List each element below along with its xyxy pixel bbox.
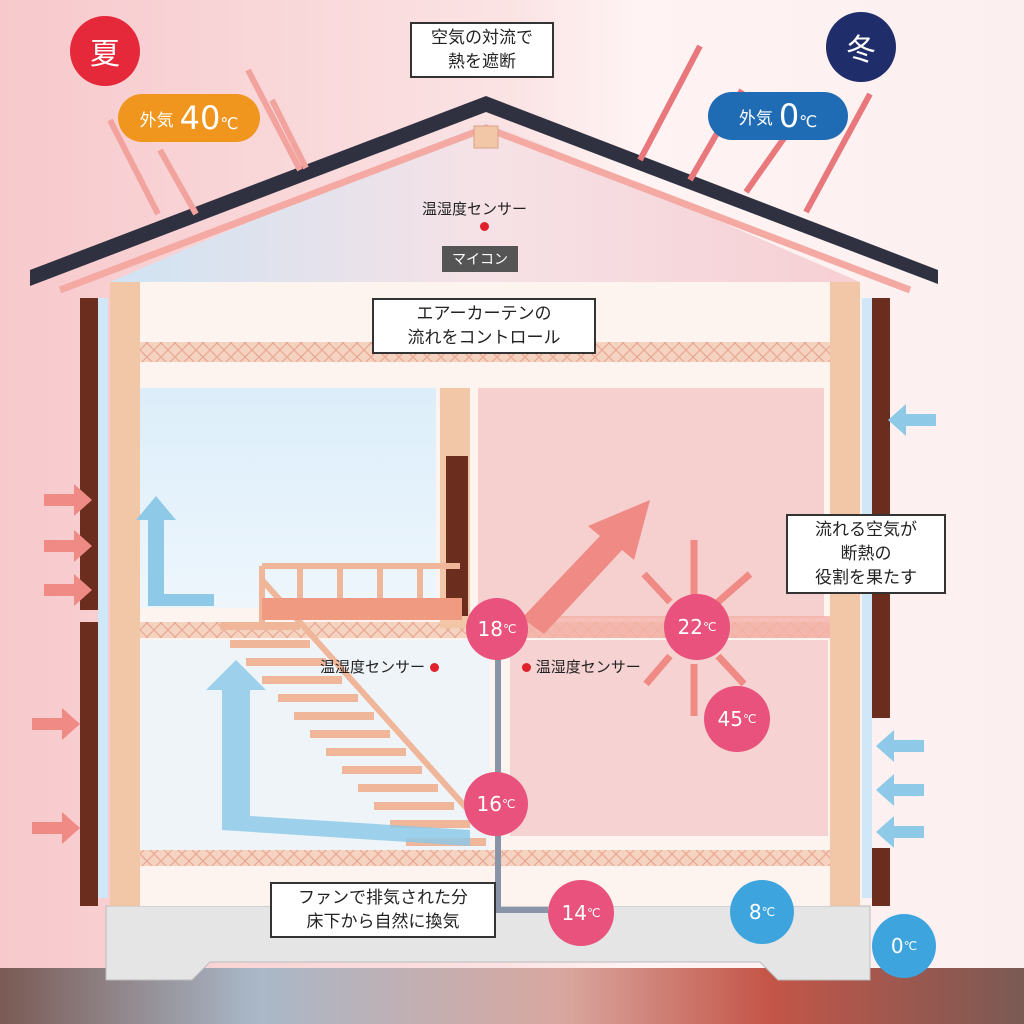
callout-line: 断熱の	[840, 544, 892, 564]
sensor-label: 温湿度センサー	[320, 658, 426, 676]
callout-roof-convection: 空気の対流で 熱を遮断	[410, 22, 554, 78]
callout-line: 流れをコントロール	[407, 328, 561, 348]
attic-space	[110, 120, 860, 282]
landing-floor	[262, 598, 462, 620]
temp-22: 22℃	[664, 594, 730, 660]
callout-line: 空気の対流で	[431, 28, 533, 48]
temp-16: 16℃	[464, 772, 528, 836]
sensor-room: 温湿度センサー	[522, 656, 641, 677]
temp-8: 8℃	[730, 880, 794, 944]
radiating-heat-arrows	[641, 540, 753, 716]
right-wall-lower	[872, 848, 890, 906]
sensor-dot	[429, 663, 439, 672]
left-air-gap	[98, 298, 108, 898]
outside-temp-label: 外気	[738, 108, 773, 129]
callout-air-curtain: エアーカーテンの 流れをコントロール	[372, 298, 596, 354]
summer-sun-arrows	[107, 68, 309, 216]
winter-outside-temp: 外気 0℃	[708, 92, 848, 140]
sensor-label: 温湿度センサー	[422, 200, 528, 218]
room-lower-left	[140, 640, 490, 850]
temp-14: 14℃	[548, 880, 614, 946]
right-air-gap	[862, 298, 872, 898]
callout-floor-ventilation: ファンで排気された分 床下から自然に換気	[270, 882, 496, 938]
center-door	[446, 456, 468, 616]
cool-air-arrows	[136, 404, 936, 848]
callout-line: 床下から自然に換気	[306, 912, 460, 932]
left-wall-upper	[80, 298, 98, 610]
ground-floor-beam	[140, 850, 830, 866]
staircase	[220, 563, 486, 846]
supply-duct	[495, 636, 548, 913]
summer-badge: 夏	[70, 16, 140, 86]
left-wall-lower	[80, 622, 98, 906]
outside-temp-value: 40℃	[179, 99, 239, 137]
room-lower-right	[510, 640, 828, 836]
temp-18: 18℃	[466, 598, 528, 660]
ridge-beam	[473, 125, 499, 149]
sensor-label: 温湿度センサー	[535, 658, 641, 676]
room-upper-left	[140, 388, 436, 608]
sensor-dot	[480, 222, 489, 231]
winter-badge: 冬	[826, 12, 896, 82]
microcomputer-label: マイコン	[442, 246, 518, 272]
outside-temp-value: 0℃	[778, 97, 818, 135]
left-timber-frame	[110, 282, 140, 906]
sensor-dot	[522, 663, 531, 672]
temp-45: 45℃	[704, 686, 770, 752]
right-timber-frame	[830, 282, 860, 906]
callout-line: 役割を果たす	[815, 568, 917, 588]
callout-line: ファンで排気された分	[298, 888, 468, 908]
sensor-stairwell: 温湿度センサー	[320, 656, 439, 677]
callout-insulation: 流れる空気が 断熱の 役割を果たす	[786, 514, 946, 594]
warm-air-arrows	[32, 484, 650, 844]
callout-line: 熱を遮断	[448, 52, 516, 72]
outside-temp-label: 外気	[139, 110, 174, 131]
right-wall-upper	[872, 298, 890, 718]
callout-line: エアーカーテンの	[416, 304, 552, 324]
summer-outside-temp: 外気 40℃	[118, 94, 260, 142]
sensor-attic: 温湿度センサー	[422, 198, 527, 219]
callout-line: 流れる空気が	[815, 520, 917, 540]
temp-0: 0℃	[872, 914, 936, 978]
